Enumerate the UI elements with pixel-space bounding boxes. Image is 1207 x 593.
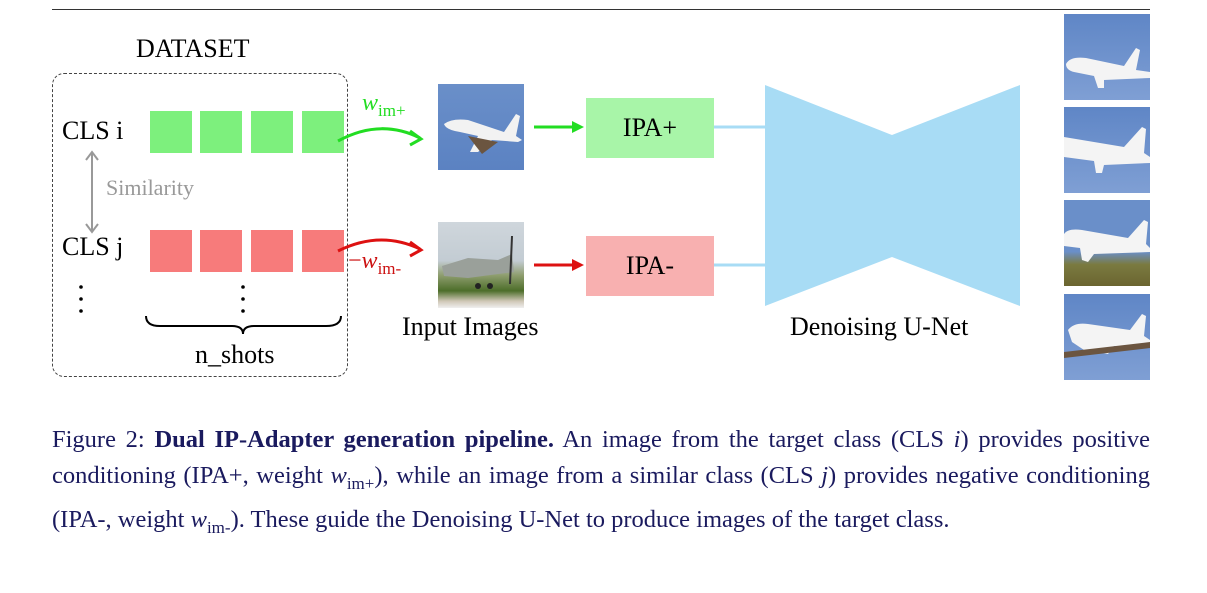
ipa-plus-box: IPA+ bbox=[586, 98, 714, 158]
airplane-icon bbox=[1064, 314, 1150, 358]
output-image bbox=[1064, 14, 1150, 100]
caption-title: Dual IP-Adapter generation pipeline. bbox=[154, 426, 554, 453]
airplane-icon bbox=[1064, 127, 1150, 173]
dataset-box bbox=[52, 73, 348, 377]
positive-curve-arrow bbox=[337, 127, 421, 143]
airplane-icon bbox=[442, 235, 514, 289]
negative-shot bbox=[302, 230, 344, 272]
input-image-negative bbox=[438, 222, 524, 308]
arrow-to-ipa-plus bbox=[534, 121, 584, 133]
ipa-minus-box: IPA- bbox=[586, 236, 714, 296]
negative-shot bbox=[150, 230, 192, 272]
unet-label: Denoising U-Net bbox=[790, 312, 969, 341]
class-j-label: CLS j bbox=[62, 232, 124, 261]
output-image bbox=[1064, 107, 1150, 193]
diagram-connectors bbox=[79, 85, 1020, 335]
airplane-icon bbox=[1066, 48, 1150, 88]
airplane-icon bbox=[1064, 220, 1150, 262]
positive-shot bbox=[200, 111, 242, 153]
n-shots-label: n_shots bbox=[195, 340, 275, 369]
top-rule bbox=[52, 9, 1150, 10]
input-image-positive bbox=[438, 84, 524, 170]
output-image bbox=[1064, 200, 1150, 286]
input-images-label: Input Images bbox=[402, 312, 539, 341]
ipa-plus-label: IPA+ bbox=[622, 113, 678, 142]
n-shots-brace bbox=[145, 315, 342, 335]
positive-shot bbox=[150, 111, 192, 153]
ipa-minus-label: IPA- bbox=[625, 251, 675, 280]
unet-shape bbox=[765, 85, 1020, 306]
weight-plus-label: wim+ bbox=[362, 90, 406, 120]
negative-shot bbox=[200, 230, 242, 272]
negative-curve-arrow bbox=[337, 238, 421, 253]
positive-shot bbox=[251, 111, 293, 153]
negative-shot bbox=[251, 230, 293, 272]
weight-minus-label: −wim- bbox=[348, 248, 402, 278]
similarity-label: Similarity bbox=[106, 175, 194, 200]
output-image bbox=[1064, 294, 1150, 380]
positive-shot bbox=[302, 111, 344, 153]
arrow-to-ipa-minus bbox=[534, 259, 584, 271]
figure-caption: Figure 2: Dual IP-Adapter generation pip… bbox=[52, 426, 1150, 537]
class-i-label: CLS i bbox=[62, 116, 124, 145]
dataset-title: DATASET bbox=[136, 34, 250, 63]
airplane-icon bbox=[444, 114, 522, 154]
similarity-arrow bbox=[85, 150, 99, 234]
vertical-ellipsis-icon bbox=[79, 285, 245, 313]
